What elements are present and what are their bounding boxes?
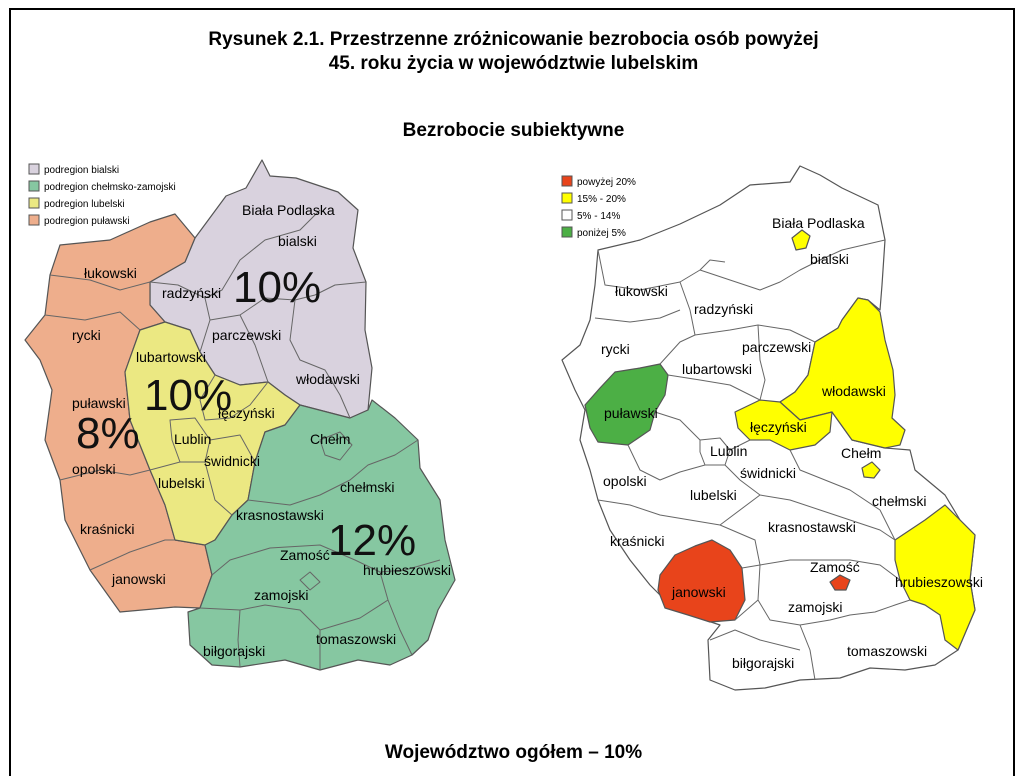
left-legend: podregion bialski podregion chełmsko-zam…	[28, 163, 176, 227]
left-label-parczewski: parczewski	[212, 327, 281, 343]
left-label-chelmski: chełmski	[340, 479, 394, 495]
left-label-wlodawski: włodawski	[295, 371, 360, 387]
left-label-rycki: rycki	[72, 327, 101, 343]
left-label-opolski: opolski	[72, 461, 116, 477]
left-label-lukowski: łukowski	[84, 265, 137, 281]
title-line-2: 45. roku życia w województwie lubelskim	[328, 53, 699, 74]
figure-subtitle: Bezrobocie subiektywne	[402, 120, 625, 141]
left-label-chelm: Chełm	[310, 431, 350, 447]
right-label-parczewski: parczewski	[742, 339, 811, 355]
right-label-zamojski: zamojski	[788, 599, 842, 615]
right-region-janowski	[657, 539, 746, 623]
right-label-radzynski: radzyński	[694, 301, 753, 317]
left-label-hrubieszowski: hrubieszowski	[363, 562, 451, 578]
right-label-lubartowski: lubartowski	[682, 361, 752, 377]
left-label-tomaszowski: tomaszowski	[316, 631, 396, 647]
right-legend: powyżej 20% 15% - 20% 5% - 14% poniżej 5…	[561, 175, 636, 239]
right-label-lukowski: łukowski	[615, 283, 668, 299]
right-label-leczynski: łęczyński	[750, 419, 807, 435]
legend-swatch-15-20	[561, 192, 573, 204]
legend-label-15-20: 15% - 20%	[577, 194, 626, 205]
legend-label-above20: powyżej 20%	[577, 177, 636, 188]
left-label-biala-podlaska: Biała Podlaska	[242, 202, 335, 218]
left-label-pulawski: puławski	[72, 395, 126, 411]
right-region-hrubieszowski	[894, 504, 976, 651]
legend-swatch-above20	[561, 175, 573, 187]
legend-swatch-5-14	[561, 209, 573, 221]
right-label-bilgorajski: biłgorajski	[732, 655, 794, 671]
legend-label-bialski: podregion bialski	[44, 165, 119, 176]
right-label-lubelski: lubelski	[690, 487, 737, 503]
left-label-lubartowski: lubartowski	[136, 349, 206, 365]
right-label-krasnostawski: krasnostawski	[768, 519, 856, 535]
right-region-chelm	[861, 461, 881, 479]
left-label-bialski: bialski	[278, 233, 317, 249]
left-label-zamosc: Zamość	[280, 547, 330, 563]
left-label-leczynski: łęczyński	[218, 405, 275, 421]
left-percentages: 10% 10% 8% 12%	[76, 263, 416, 565]
right-label-rycki: rycki	[601, 341, 630, 357]
right-label-lublin: Lublin	[710, 443, 747, 459]
right-label-janowski: janowski	[671, 584, 726, 600]
right-label-chelmski: chełmski	[872, 493, 926, 509]
pct-pulawski: 8%	[76, 409, 140, 458]
right-label-swidnicki: świdnicki	[740, 465, 796, 481]
left-label-zamojski: zamojski	[254, 587, 308, 603]
right-label-krasnicki: kraśnicki	[610, 533, 664, 549]
left-label-lublin: Lublin	[174, 431, 211, 447]
left-label-swidnicki: świdnicki	[204, 453, 260, 469]
right-labels: Biała Podlaska bialski łukowski radzyńsk…	[601, 215, 983, 671]
left-label-lubelski: lubelski	[158, 475, 205, 491]
right-label-hrubieszowski: hrubieszowski	[895, 574, 983, 590]
left-label-janowski: janowski	[111, 571, 166, 587]
legend-swatch-pulawski	[28, 214, 40, 226]
legend-label-pulawski: podregion puławski	[44, 216, 130, 227]
figure-footer: Województwo ogółem – 10%	[384, 742, 643, 763]
legend-label-below5: poniżej 5%	[577, 228, 626, 239]
figure-frame	[9, 8, 1015, 776]
left-label-krasnicki: kraśnicki	[80, 521, 134, 537]
title-line-1: Rysunek 2.1. Przestrzenne zróżnicowanie …	[208, 29, 819, 50]
right-region-biala-podlaska	[791, 229, 811, 251]
right-label-bialski: bialski	[810, 251, 849, 267]
right-label-tomaszowski: tomaszowski	[847, 643, 927, 659]
legend-swatch-chelmsko	[28, 180, 40, 192]
left-labels: Biała Podlaska bialski łukowski radzyńsk…	[72, 202, 451, 659]
pct-chelmsko: 12%	[328, 516, 416, 565]
right-region-pulawski	[584, 363, 669, 446]
right-label-opolski: opolski	[603, 473, 647, 489]
right-label-chelm: Chełm	[841, 445, 881, 461]
pct-bialski: 10%	[233, 263, 321, 312]
legend-label-chelmsko: podregion chełmsko-zamojski	[44, 182, 176, 193]
right-label-pulawski: puławski	[604, 405, 658, 421]
right-region-zamosc	[829, 574, 851, 591]
left-label-bilgorajski: biłgorajski	[203, 643, 265, 659]
left-map	[24, 159, 456, 671]
legend-label-5-14: 5% - 14%	[577, 211, 620, 222]
left-label-radzynski: radzyński	[162, 285, 221, 301]
legend-swatch-below5	[561, 226, 573, 238]
right-region-leczynski	[734, 399, 833, 451]
legend-swatch-bialski	[28, 163, 40, 175]
right-label-wlodawski: włodawski	[821, 383, 886, 399]
right-label-biala-podlaska: Biała Podlaska	[772, 215, 865, 231]
right-map	[561, 165, 976, 691]
figure-title: Rysunek 2.1. Przestrzenne zróżnicowanie …	[0, 28, 1027, 76]
legend-label-lubelski: podregion lubelski	[44, 199, 125, 210]
left-label-krasnostawski: krasnostawski	[236, 507, 324, 523]
right-label-zamosc: Zamość	[810, 559, 860, 575]
pct-lubelski: 10%	[144, 371, 232, 420]
legend-swatch-lubelski	[28, 197, 40, 209]
